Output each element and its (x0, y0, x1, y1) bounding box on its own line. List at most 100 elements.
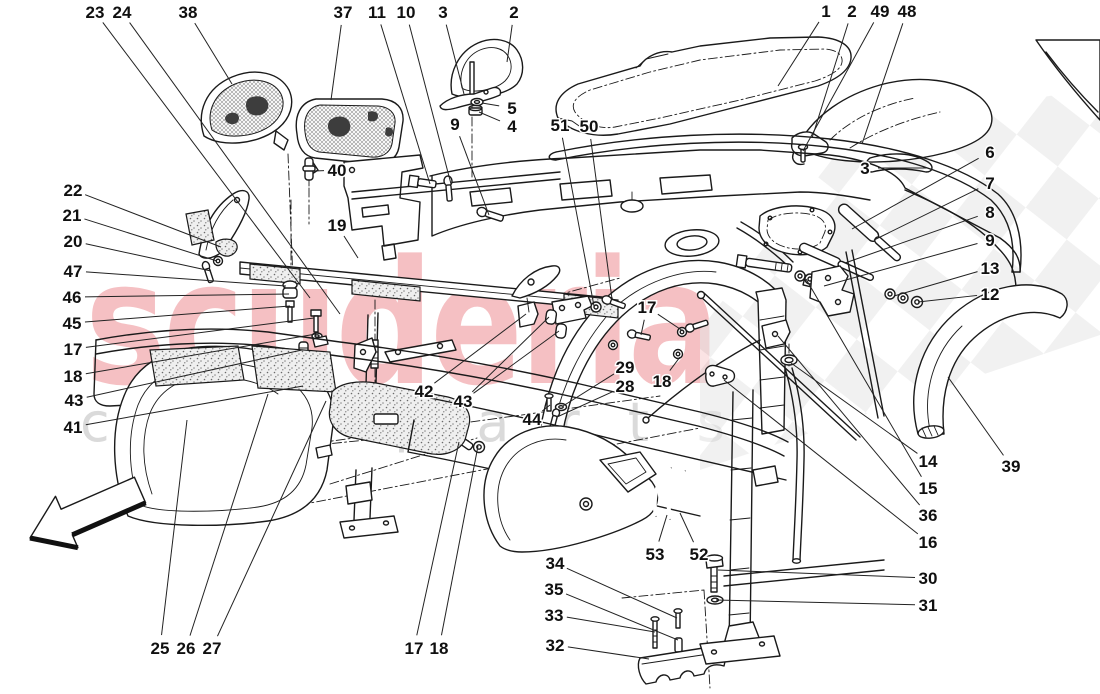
leader-line-41 (85, 385, 304, 426)
callout-9: 9 (985, 231, 994, 250)
callout-15: 15 (919, 479, 938, 498)
callout-44: 44 (523, 410, 542, 429)
callout-41: 41 (64, 418, 83, 437)
callout-2: 2 (509, 3, 518, 22)
callout-42: 42 (415, 382, 434, 401)
callout-17: 17 (405, 639, 424, 658)
mesh-screen-37 (295, 98, 404, 179)
callout-1: 1 (821, 2, 830, 21)
callout-10: 10 (397, 3, 416, 22)
callout-31: 31 (919, 596, 938, 615)
screw-34 (673, 608, 683, 629)
callout-51: 51 (551, 116, 570, 135)
callout-3: 3 (860, 159, 869, 178)
callout-8: 8 (985, 203, 994, 222)
leader-line-42 (434, 313, 527, 384)
upper-frame (343, 149, 1021, 291)
leader-line-45 (84, 305, 291, 323)
callout-17: 17 (638, 298, 657, 317)
callout-9: 9 (450, 115, 459, 134)
leader-line-15 (805, 278, 922, 478)
leader-line-28 (556, 390, 614, 418)
leader-line-20 (85, 243, 212, 272)
callout-49: 49 (871, 2, 890, 21)
roll-bar-post (699, 389, 781, 665)
clip-part-16 (704, 364, 736, 387)
latch-and-drain (642, 287, 861, 564)
leader-line-43 (86, 349, 303, 398)
strap-part-3 (865, 153, 933, 173)
washers-parts-13-12 (884, 288, 924, 309)
callout-39: 39 (1002, 457, 1021, 476)
callout-7: 7 (985, 174, 994, 193)
checkered-flag-watermark (700, 88, 1100, 470)
small-bracket (315, 444, 333, 459)
leader-line-1 (777, 21, 820, 87)
callout-5: 5 (507, 99, 516, 118)
callout-47: 47 (64, 262, 83, 281)
callout-11: 11 (368, 3, 386, 22)
leader-line-38 (194, 22, 233, 85)
center-cover-part-2 (439, 38, 524, 116)
callout-35: 35 (545, 580, 564, 599)
callout-22: 22 (64, 181, 83, 200)
leader-line-7 (873, 188, 979, 241)
callout-48: 48 (898, 2, 917, 21)
bolt-washer-17-18-left (310, 309, 323, 340)
leader-line-22 (84, 194, 222, 248)
callout-25: 25 (151, 639, 170, 658)
oval-dish (664, 229, 720, 257)
callout-20: 20 (64, 232, 83, 251)
leader-line-4 (478, 111, 501, 122)
callout-3: 3 (438, 3, 447, 22)
leader-line-17 (416, 441, 460, 636)
callout-37: 37 (334, 3, 353, 22)
bolt-50 (601, 295, 626, 310)
callout-33: 33 (545, 606, 564, 625)
callout-18: 18 (64, 367, 83, 386)
jack-stand-left (339, 467, 399, 539)
mesh-screen-38 (200, 71, 293, 151)
leader-line-17 (85, 317, 315, 348)
leader-line-8 (844, 215, 978, 264)
callout-13: 13 (981, 259, 1000, 278)
callout-32: 32 (546, 636, 565, 655)
callout-21: 21 (63, 206, 82, 225)
leader-line-6 (851, 157, 979, 230)
hinge-plate (809, 265, 855, 317)
hinge-fastener-cluster (441, 295, 709, 454)
bolt-cluster-mid-17 (607, 319, 709, 360)
callout-50: 50 (580, 117, 599, 136)
callout-19: 19 (328, 216, 347, 235)
leader-line-49 (802, 22, 875, 152)
leader-line-51 (561, 137, 595, 307)
washer-part-21 (212, 255, 224, 267)
leader-line-16 (723, 379, 919, 535)
leader-line-25 (161, 419, 188, 636)
bracket-part-22 (198, 189, 250, 259)
leader-line-36 (777, 335, 921, 506)
leader-line-50 (590, 138, 613, 300)
grommet-stack-47-46-45 (282, 280, 298, 323)
leader-line-34 (566, 567, 678, 619)
direction-arrow (29, 476, 147, 551)
callout-24: 24 (113, 3, 132, 22)
leader-line-11 (380, 24, 431, 185)
leader-line-17 (640, 319, 645, 336)
leader-line-18 (85, 333, 317, 375)
leader-line-30 (717, 569, 916, 579)
leader-line-32 (567, 646, 650, 660)
callout-43: 43 (65, 391, 84, 410)
callout-38: 38 (179, 3, 198, 22)
leader-line-3 (445, 24, 465, 95)
callout-14: 14 (919, 452, 938, 471)
callout-46: 46 (63, 288, 82, 307)
callout-52: 52 (690, 545, 709, 564)
leader-line-14 (790, 362, 918, 454)
leader-line-29 (562, 373, 615, 407)
callout-17: 17 (64, 340, 83, 359)
callout-18: 18 (430, 639, 449, 658)
callout-30: 30 (919, 569, 938, 588)
callout-27: 27 (203, 639, 222, 658)
callout-26: 26 (177, 639, 196, 658)
